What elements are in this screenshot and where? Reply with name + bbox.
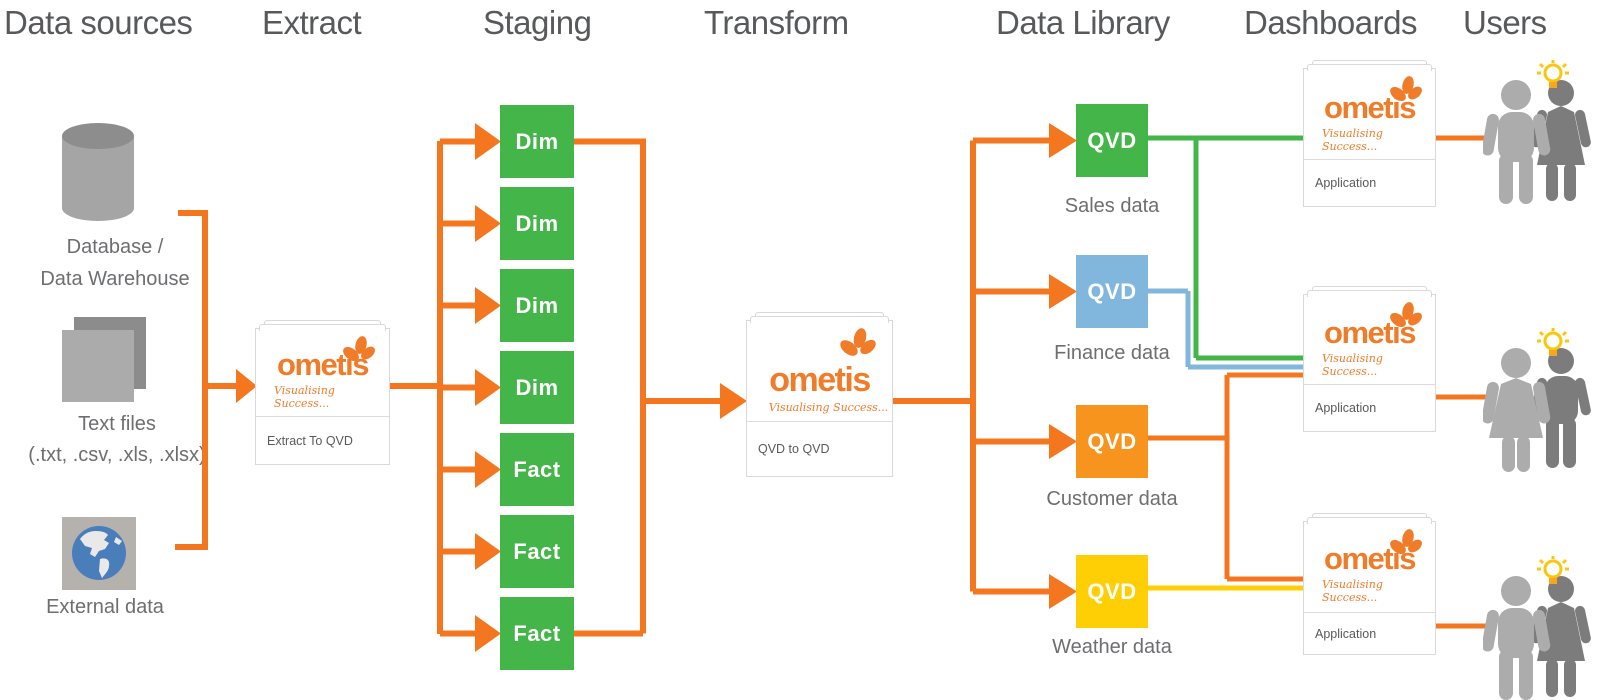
brand-tagline: Visualising Success... — [1322, 352, 1383, 378]
users-icon-group-2 — [1481, 328, 1601, 479]
ometis-logo: ometis Visualising Success... — [1304, 522, 1435, 612]
extract-card-label: Extract To QVD — [256, 416, 389, 464]
person-front-female — [1481, 348, 1551, 472]
ometis-logo: ometis Visualising Success... — [1304, 295, 1435, 386]
ometis-logo: ometis Visualising Success... — [1304, 69, 1435, 161]
page-stack — [259, 324, 386, 331]
header-staging: Staging — [483, 4, 592, 41]
header-data-sources: Data sources — [4, 4, 193, 41]
application-card-label: Application — [1304, 159, 1435, 206]
arrowheads-library — [1049, 123, 1077, 609]
ometis-petals-icon — [1390, 302, 1422, 328]
ometis-petals-icon — [1390, 76, 1422, 102]
person-front-male — [1481, 80, 1551, 204]
staging-trunk — [390, 138, 475, 637]
header-users: Users — [1463, 4, 1547, 41]
database-label-line1: Database / — [66, 236, 164, 258]
page-stack — [1307, 290, 1432, 297]
header-extract: Extract — [262, 4, 362, 41]
users-icon-group-1 — [1481, 60, 1601, 211]
arrowheads-staging — [475, 123, 501, 652]
brand-tagline: Visualising Success... — [768, 401, 889, 414]
qvd-box-customer: QVD — [1076, 405, 1148, 478]
text-files-label-line2: (.txt, .csv, .xls, .xlsx) — [28, 444, 206, 466]
database-label-line2: Data Warehouse — [40, 268, 190, 290]
lightbulb-icon — [1537, 60, 1569, 88]
page-stack — [750, 316, 889, 323]
page-stack — [1312, 60, 1427, 67]
arrowhead-transform — [720, 383, 747, 419]
header-data-library: Data Library — [996, 4, 1170, 41]
staging-box-dim-4: Dim — [500, 351, 574, 424]
brand-tagline: Visualising Success... — [274, 384, 335, 410]
globe-icon — [62, 517, 136, 595]
page-stack — [755, 312, 884, 319]
staging-box-fact-1: Fact — [500, 433, 574, 506]
application-card-3: ometis Visualising Success... Applicatio… — [1303, 513, 1436, 655]
qvd-box-finance: QVD — [1076, 255, 1148, 328]
brand-tagline: Visualising Success... — [1322, 127, 1383, 153]
page-stack — [1312, 286, 1427, 293]
transform-card: ometis Visualising Success... QVD to QVD — [746, 312, 893, 477]
route-sales — [1148, 135, 1303, 361]
person-front-male — [1481, 576, 1551, 700]
qvd-caption-sales: Sales data — [1064, 195, 1160, 217]
lightbulb-icon — [1537, 328, 1569, 356]
brand-text: ometis — [769, 361, 871, 399]
sources-trunk — [175, 210, 236, 550]
page-stack — [264, 320, 381, 327]
application-card-label: Application — [1304, 612, 1435, 654]
page-stack — [1312, 513, 1427, 520]
routes-users — [1436, 135, 1488, 629]
text-files-label-line1: Text files — [78, 413, 156, 435]
qvd-box-sales: QVD — [1076, 104, 1148, 177]
extract-card: ometis Visualising Success... Extract To… — [255, 320, 390, 465]
page-stack — [1307, 517, 1432, 524]
staging-box-dim-2: Dim — [500, 187, 574, 260]
page-stack — [1307, 64, 1432, 71]
staging-box-fact-2: Fact — [500, 515, 574, 588]
transform-card-label: QVD to QVD — [747, 421, 892, 476]
lightbulb-icon — [1537, 556, 1569, 584]
header-dashboards: Dashboards — [1244, 4, 1417, 41]
header-transform: Transform — [704, 4, 849, 41]
users-icon-group-3 — [1481, 556, 1601, 700]
ometis-logo: ometis Visualising Success... — [747, 321, 892, 422]
qvd-box-weather: QVD — [1076, 555, 1148, 628]
qvd-caption-weather: Weather data — [1052, 636, 1172, 658]
route-customer — [1148, 372, 1303, 582]
ometis-petals-icon — [1390, 529, 1422, 555]
database-icon — [58, 120, 138, 229]
route-finance — [1148, 288, 1303, 370]
transform-trunk — [574, 138, 720, 637]
staging-box-dim-3: Dim — [500, 269, 574, 342]
brand-tagline: Visualising Success... — [1322, 578, 1383, 604]
ometis-petals-icon — [840, 328, 876, 356]
application-card-label: Application — [1304, 384, 1435, 431]
qvd-caption-customer: Customer data — [1046, 488, 1178, 510]
application-card-2: ometis Visualising Success... Applicatio… — [1303, 286, 1436, 432]
staging-box-fact-3: Fact — [500, 597, 574, 670]
external-data-label: External data — [46, 596, 164, 618]
library-trunk — [893, 137, 1049, 595]
text-files-icon — [62, 317, 148, 405]
ometis-logo: ometis Visualising Success... — [256, 329, 389, 418]
application-card-1: ometis Visualising Success... Applicatio… — [1303, 60, 1436, 207]
qvd-caption-finance: Finance data — [1054, 342, 1170, 364]
staging-box-dim-1: Dim — [500, 105, 574, 178]
ometis-petals-icon — [343, 336, 375, 362]
arrowhead-extract — [236, 369, 257, 403]
